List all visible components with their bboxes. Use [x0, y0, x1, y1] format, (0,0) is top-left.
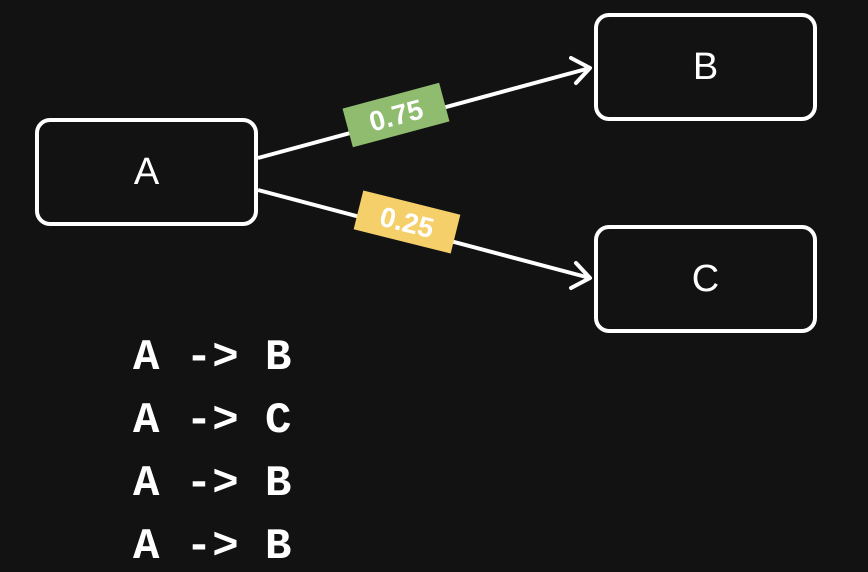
node-a-label: A [133, 150, 160, 193]
sequence-line: A -> B [133, 333, 292, 383]
edge-label-bg-a-b [342, 82, 450, 148]
sequence-line: A -> C [133, 396, 292, 446]
arrowhead-b [569, 56, 592, 85]
edge-label-a-c: 0.25 [353, 190, 461, 254]
sequence-line: A -> B [133, 459, 292, 509]
node-b: B [594, 13, 817, 121]
node-b-label: B [692, 45, 719, 88]
edge-label-bg-a-c [353, 190, 461, 254]
node-a: A [35, 118, 258, 226]
edge-label-a-b: 0.75 [342, 82, 450, 148]
sequence-line: A -> B [133, 522, 292, 572]
node-c: C [594, 225, 817, 333]
node-c-label: C [691, 257, 720, 300]
arrowhead-c [569, 261, 592, 290]
